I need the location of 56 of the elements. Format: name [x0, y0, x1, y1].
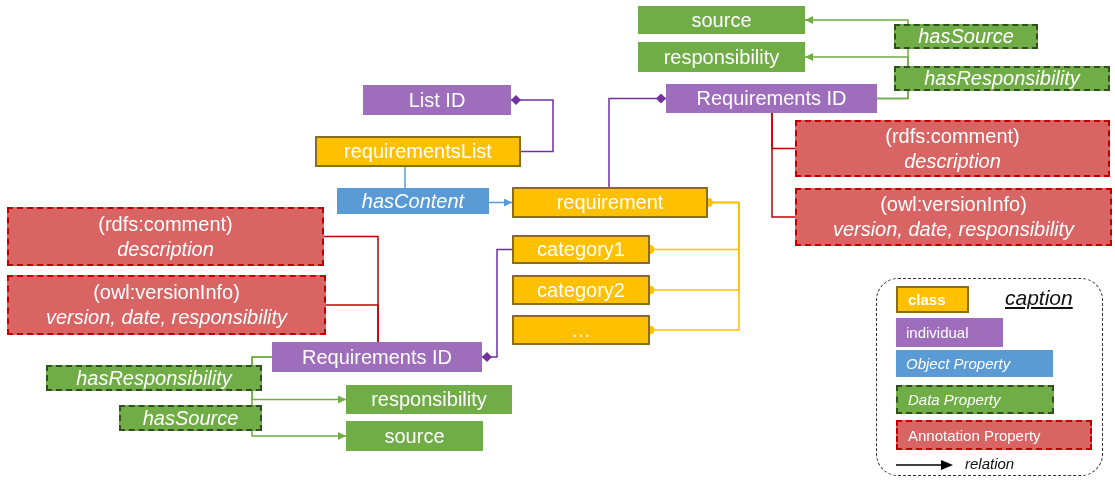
- node-label: (owl:versionInfo): [93, 280, 240, 305]
- node-label: requirementsList: [344, 139, 492, 164]
- node-label: category1: [537, 237, 625, 262]
- legend-title: caption: [1005, 286, 1073, 310]
- node-label: version, date, responsibility: [45, 305, 288, 330]
- connector: [608, 93, 667, 188]
- node-label: source: [384, 423, 445, 449]
- legend-label: Object Property: [906, 355, 1011, 372]
- node-label: Requirements ID: [696, 86, 847, 111]
- node-label: category2: [537, 277, 625, 303]
- annotation-box: [7, 275, 326, 335]
- node-label: responsibility: [371, 387, 487, 412]
- connector: [488, 198, 513, 207]
- annotation-box: [795, 120, 1110, 177]
- value-box: [346, 421, 483, 451]
- class-box: [512, 235, 650, 264]
- node-label: description: [117, 236, 214, 262]
- node-label: version, date, responsibility: [832, 217, 1075, 242]
- node-label: …: [571, 317, 591, 343]
- connector: [510, 95, 554, 153]
- node-label: responsibility: [663, 44, 780, 70]
- node-label: source: [691, 7, 752, 33]
- data-property-label: hasResponsibility: [46, 365, 262, 391]
- class-box: [512, 275, 650, 305]
- connector: [481, 248, 513, 362]
- connector: [771, 112, 796, 218]
- class-box: [512, 315, 650, 345]
- value-box: [346, 385, 512, 414]
- data-property-label: hasSource: [894, 24, 1038, 49]
- node-label: (rdfs:comment): [885, 123, 1020, 149]
- legend-label: class: [908, 291, 946, 308]
- object-property-box: [337, 188, 489, 214]
- individual-box: [272, 342, 482, 372]
- node-label: List ID: [408, 87, 466, 113]
- value-box: [638, 42, 805, 72]
- data-property-label: hasSource: [119, 405, 262, 431]
- legend-label: Annotation Property: [908, 426, 1041, 444]
- class-box: [315, 136, 521, 167]
- node-label: description: [904, 148, 1001, 174]
- legend-label: individual: [906, 324, 969, 341]
- value-box: [638, 6, 805, 34]
- node-label: Requirements ID: [301, 344, 453, 370]
- node-label: hasContent: [361, 188, 465, 214]
- connector: [404, 166, 406, 189]
- legend-label: Data Property: [908, 391, 1001, 408]
- node-label: requirement: [556, 190, 664, 215]
- node-label: (rdfs:comment): [98, 211, 233, 237]
- connector: [325, 304, 379, 343]
- class-box: [512, 187, 708, 218]
- data-property-label: hasResponsibility: [894, 66, 1110, 91]
- individual-box: [666, 84, 877, 113]
- annotation-box: [795, 188, 1112, 246]
- legend-label: relation: [965, 455, 1015, 472]
- node-label: (owl:versionInfo): [880, 192, 1027, 217]
- annotation-box: [7, 207, 324, 266]
- individual-box: [363, 85, 511, 115]
